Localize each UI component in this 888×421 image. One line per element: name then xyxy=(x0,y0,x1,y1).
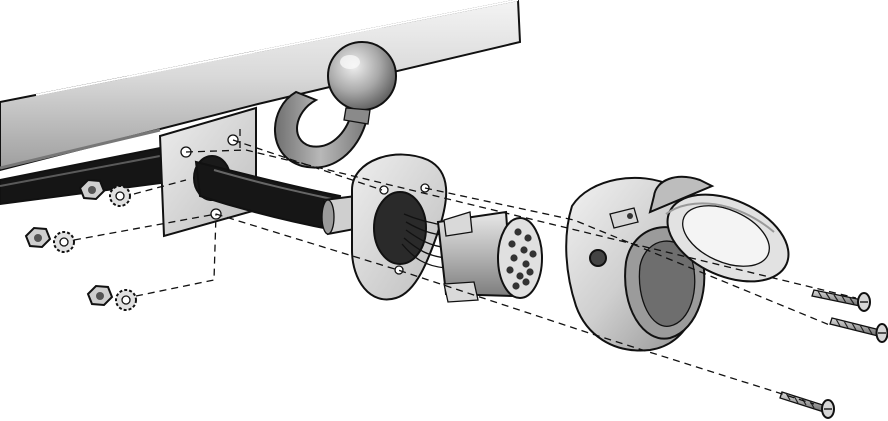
connector-plug xyxy=(436,210,543,303)
lock-washer xyxy=(115,289,137,311)
tow-bar xyxy=(0,0,522,172)
connector-pin-face xyxy=(506,228,537,290)
screw xyxy=(829,317,888,343)
housing-screw-hole xyxy=(589,249,607,267)
lock-washer xyxy=(109,185,131,207)
nut xyxy=(24,226,52,249)
tow-ball xyxy=(274,41,397,169)
socket-flange xyxy=(351,153,448,301)
screw xyxy=(811,289,871,312)
nut xyxy=(86,284,114,307)
alignment-guides xyxy=(73,128,857,405)
nut-and-washer-set xyxy=(24,178,137,311)
lock-washer xyxy=(53,231,75,253)
nut xyxy=(78,178,106,201)
socket-lid xyxy=(648,175,790,283)
